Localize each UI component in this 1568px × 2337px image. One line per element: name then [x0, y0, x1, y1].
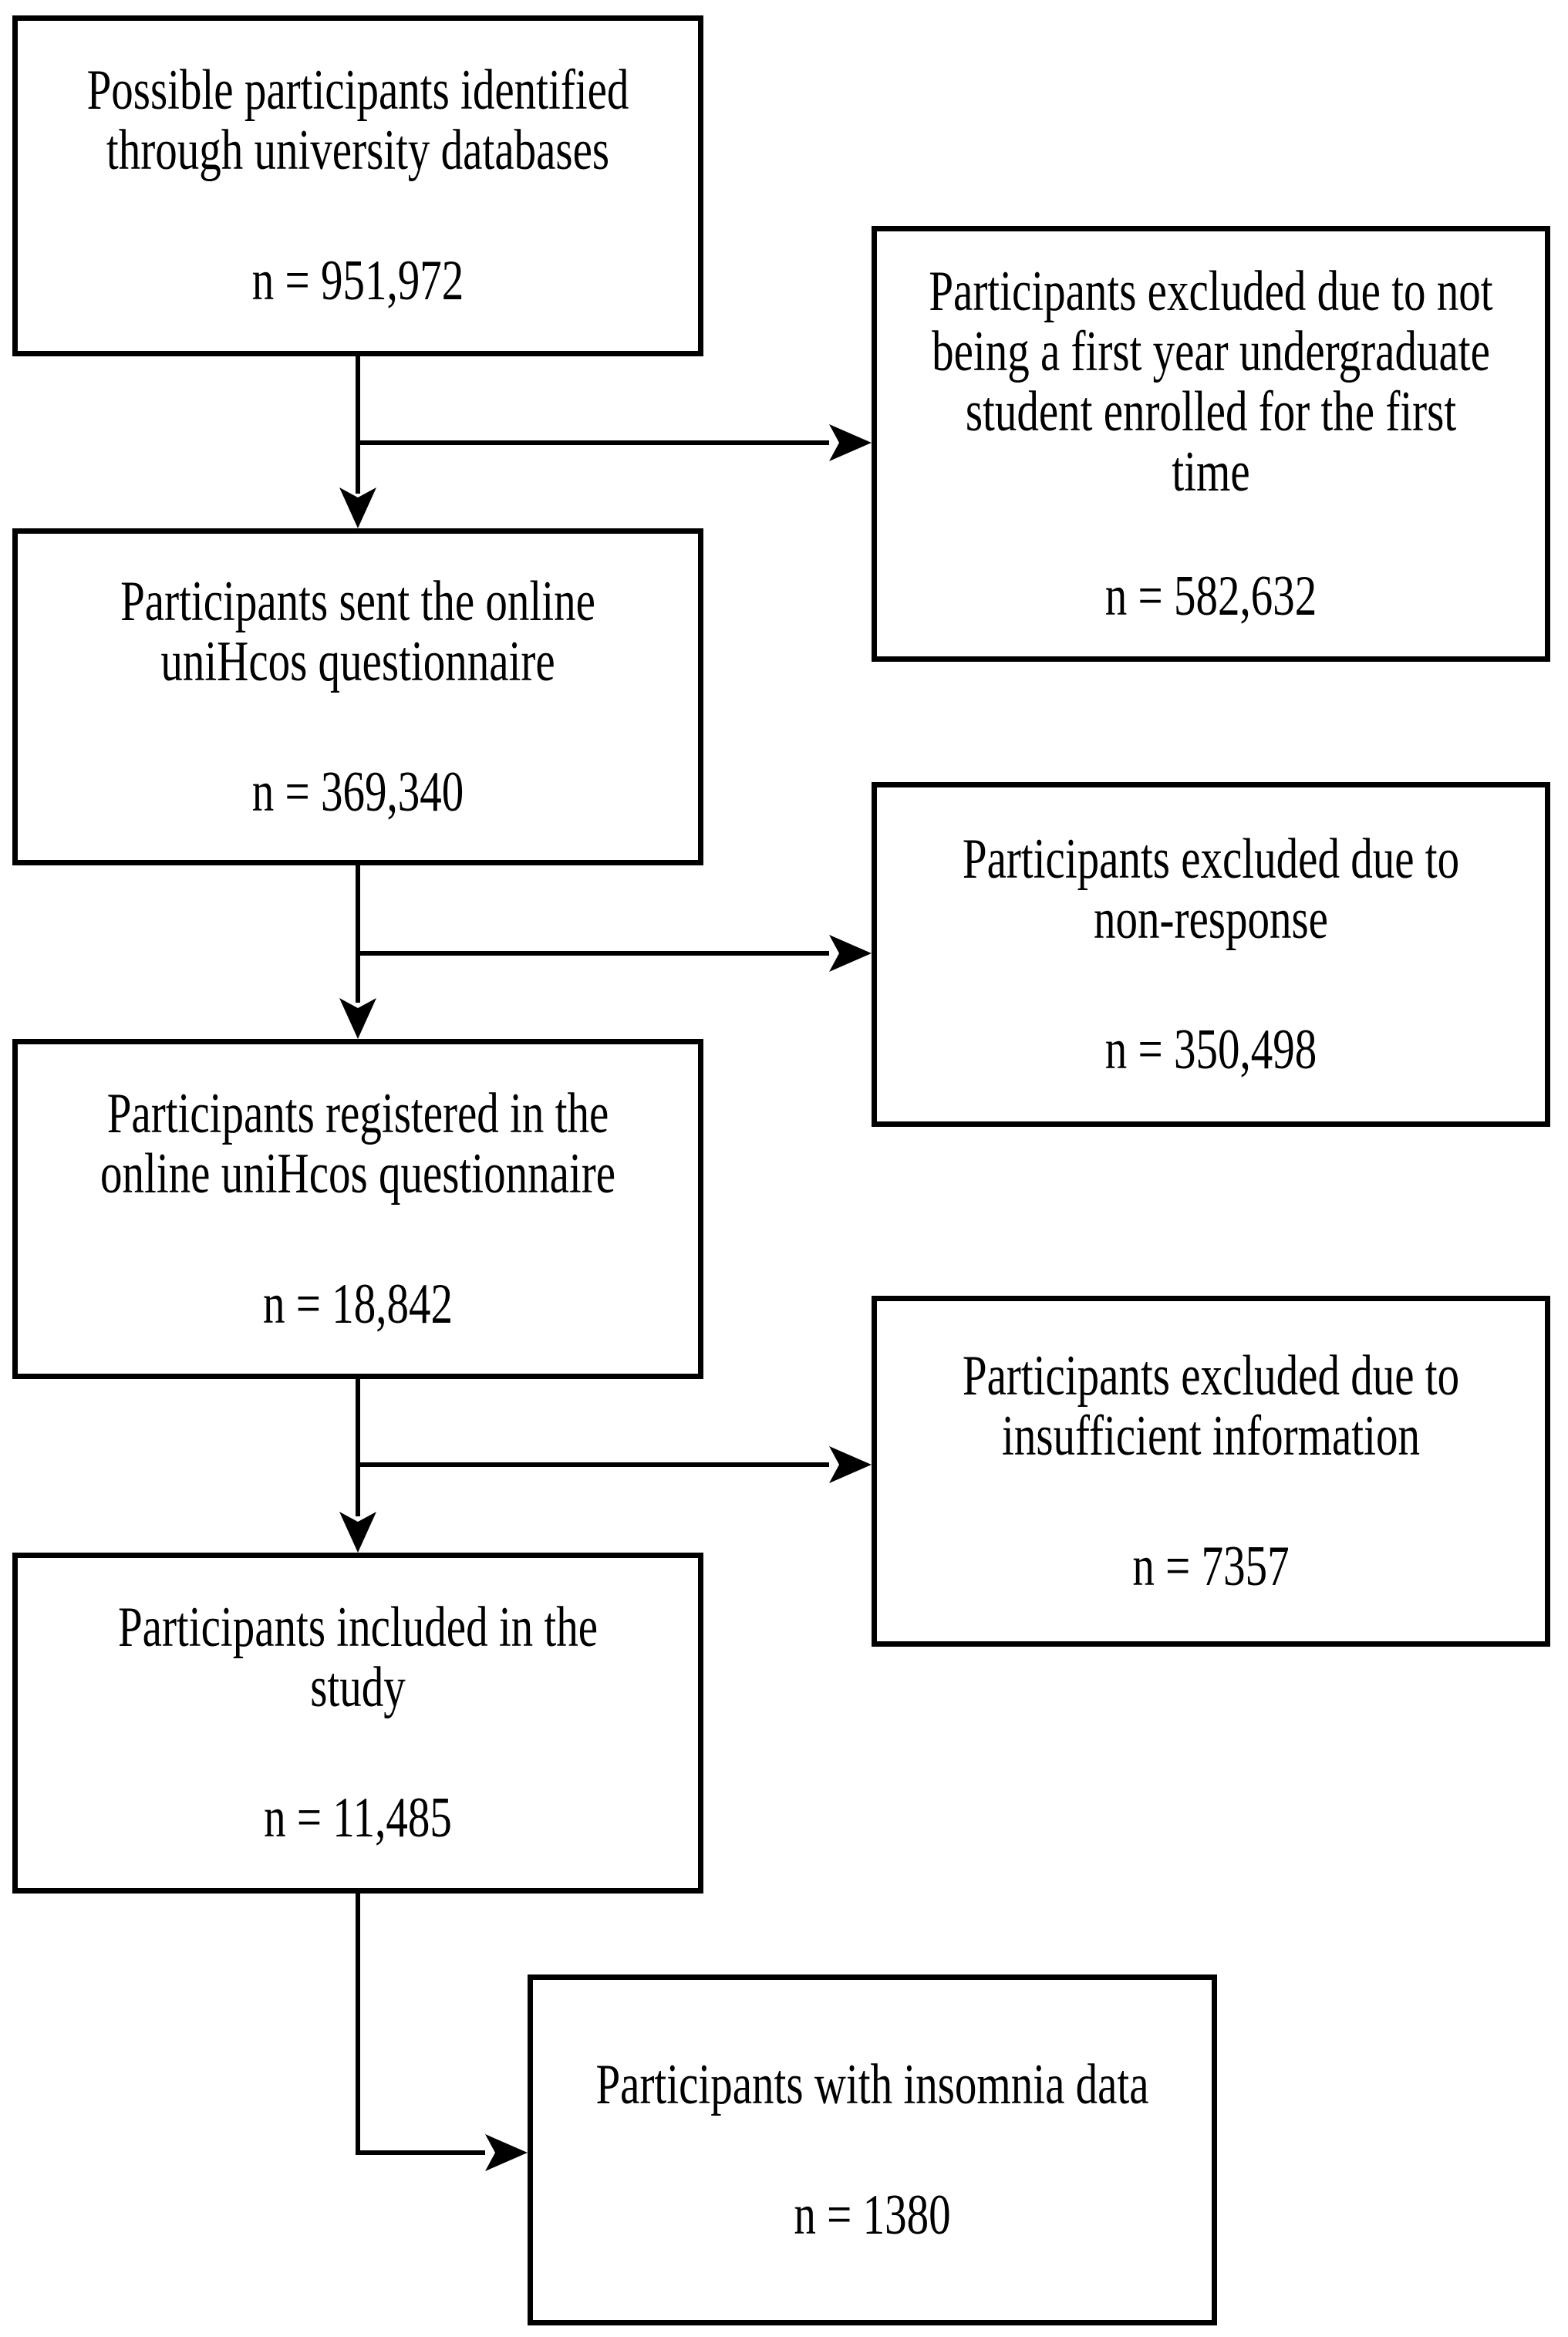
box-label: Possible participants identified through… — [86, 58, 629, 182]
connector-registered-down — [356, 1374, 360, 1516]
flow-box-excluded-non-response: Participants excluded due to non-respons… — [872, 782, 1550, 1127]
box-n-value: n = 7357 — [1132, 1534, 1290, 1598]
box-label: Participants with insomnia data — [595, 2052, 1149, 2116]
box-n-value: n = 582,632 — [1104, 564, 1317, 628]
connector-to-excluded-not-first-year — [356, 440, 829, 445]
flow-box-excluded-not-first-year: Participants excluded due to not being a… — [872, 226, 1550, 662]
box-content: Participants sent the online uniHcos que… — [18, 569, 698, 824]
box-content: Participants registered in the online un… — [18, 1081, 698, 1336]
connector-to-insomnia-data — [356, 2150, 485, 2155]
box-label: Participants sent the online uniHcos que… — [120, 569, 595, 693]
connector-identified-down — [356, 351, 360, 494]
box-label: Participants excluded due to insufficien… — [962, 1344, 1460, 1468]
connector-included-down — [356, 1888, 360, 2155]
box-n-value: n = 11,485 — [264, 1786, 452, 1850]
box-content: Participants excluded due to not being a… — [877, 261, 1545, 626]
box-n-value: n = 369,340 — [251, 760, 464, 824]
arrow-head-down — [339, 998, 376, 1039]
arrow-head-down — [339, 487, 376, 528]
box-content: Possible participants identified through… — [18, 58, 698, 312]
flow-box-registered: Participants registered in the online un… — [12, 1039, 703, 1379]
box-n-value: n = 350,498 — [1104, 1017, 1317, 1081]
connector-to-excluded-non-response — [356, 951, 829, 956]
flow-box-identified: Possible participants identified through… — [12, 15, 703, 356]
box-content: Participants with insomnia data n = 1380 — [533, 2052, 1212, 2247]
arrow-head-right — [485, 2134, 528, 2171]
box-label: Participants included in the study — [117, 1595, 599, 1719]
flow-box-excluded-insufficient-information: Participants excluded due to insufficien… — [872, 1296, 1550, 1647]
flow-box-sent-questionnaire: Participants sent the online uniHcos que… — [12, 528, 703, 865]
box-content: Participants excluded due to insufficien… — [877, 1344, 1545, 1598]
box-label: Participants excluded due to not being a… — [929, 259, 1493, 504]
box-label: Participants registered in the online un… — [99, 1081, 616, 1206]
arrow-head-right — [829, 424, 872, 461]
box-label: Participants excluded due to non-respons… — [962, 827, 1460, 951]
box-n-value: n = 951,972 — [251, 248, 464, 312]
box-n-value: n = 1380 — [794, 2183, 951, 2247]
arrow-head-down — [339, 1512, 376, 1553]
flow-box-insomnia-data: Participants with insomnia data n = 1380 — [528, 1974, 1217, 2325]
box-n-value: n = 18,842 — [263, 1272, 453, 1336]
box-content: Participants excluded due to non-respons… — [877, 827, 1545, 1081]
flow-box-included-in-study: Participants included in the study n = 1… — [12, 1553, 703, 1894]
box-content: Participants included in the study n = 1… — [18, 1595, 698, 1850]
arrow-head-right — [829, 935, 872, 972]
arrow-head-right — [829, 1446, 872, 1483]
connector-sent-down — [356, 860, 360, 1003]
connector-to-excluded-insufficient-information — [356, 1462, 829, 1467]
